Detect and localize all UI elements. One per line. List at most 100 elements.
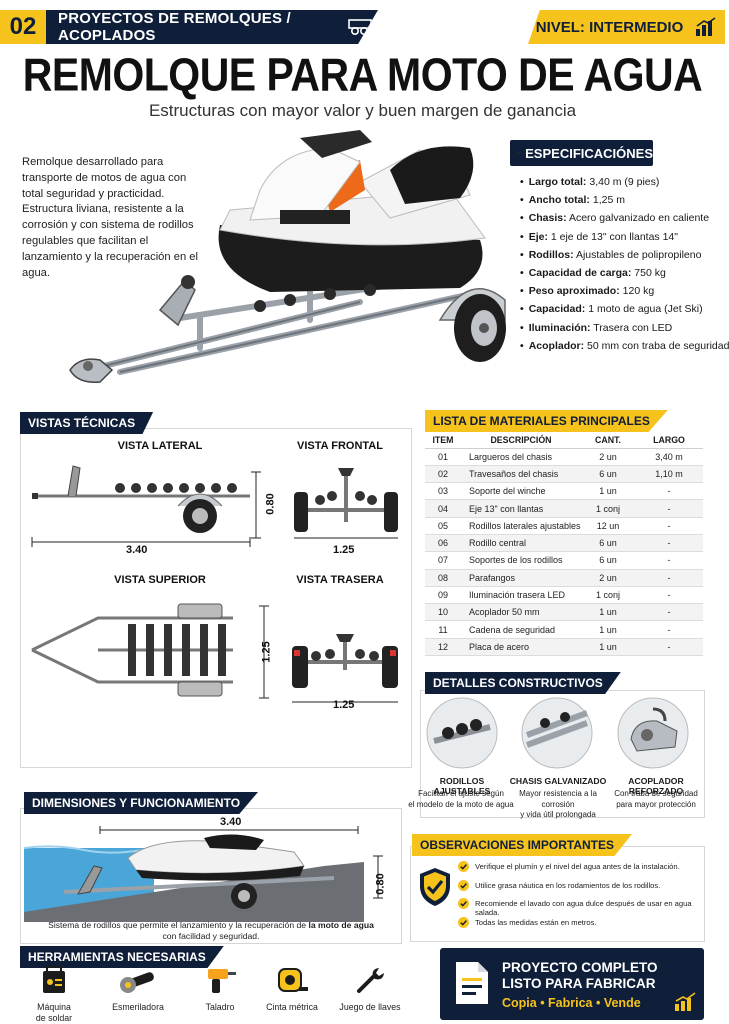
- spec-item: Capacidad: 1 moto de agua (Jet Ski): [520, 303, 720, 321]
- superior-width-dim: 1.25: [260, 641, 273, 663]
- coupler-detail-image: [617, 697, 689, 769]
- spec-item: Chasis: Acero galvanizado en caliente: [520, 212, 720, 230]
- lateral-height-dim-line: [251, 471, 261, 539]
- frontal-view-drawing: [294, 468, 398, 539]
- dimensions-length: 3.40: [220, 816, 242, 828]
- trailer-icon: [348, 19, 377, 36]
- section-title-band: PROYECTOS DE REMOLQUES / ACOPLADOS: [46, 10, 378, 44]
- list-item: Todas las medidas están en metros.: [458, 916, 708, 937]
- cta-line-3: Copia • Fabrica • Vende: [502, 996, 641, 1010]
- gear-icon: [518, 152, 520, 154]
- check-icon: [458, 879, 469, 891]
- frontal-view-label: VISTA FRONTAL: [297, 440, 383, 452]
- spec-item: Capacidad de carga: 750 kg: [520, 267, 720, 285]
- observations-heading: OBSERVACIONES IMPORTANTES: [412, 834, 633, 856]
- growth-chart-icon: [675, 992, 696, 1011]
- chassis-detail-image: [521, 697, 593, 769]
- section-title: PROYECTOS DE REMOLQUES / ACOPLADOS: [58, 10, 291, 44]
- lateral-length-dim: 3.40: [126, 544, 148, 556]
- specs-heading-label: ESPECIFICACIÓNES: [525, 145, 653, 161]
- lateral-view-label: VISTA LATERAL: [117, 440, 203, 452]
- observations-list: Verifique el plumín y el nivel del agua …: [458, 861, 708, 937]
- frontal-width-dim: 1.25: [333, 544, 355, 556]
- observations-panel: [410, 846, 705, 942]
- superior-width-dim-line: [259, 605, 269, 699]
- cta-line-2: LISTO PARA FABRICAR: [502, 976, 656, 991]
- specs-list: Largo total: 3,40 m (9 pies) Ancho total…: [520, 176, 729, 358]
- wrench-icon: [357, 968, 384, 993]
- intro-text: Remolque desarrollado para transporte de…: [22, 156, 198, 279]
- materials-heading: LISTA DE MATERIALES PRINCIPALES: [425, 410, 668, 432]
- page-title: REMOLQUE PARA MOTO DE AGUA: [22, 49, 703, 101]
- specs-heading: ESPECIFICACIÓNES: [510, 140, 653, 166]
- level-label: NIVEL: INTERMEDIO: [535, 18, 684, 36]
- detail-title-chassis: CHASIS GALVANIZADO: [509, 776, 607, 786]
- spec-item: Eje: 1 eje de 13" con llantas 14": [520, 231, 720, 249]
- tape-measure-icon: [278, 968, 308, 992]
- spec-item: Rodillos: Ajustables de polipropileno: [520, 249, 720, 267]
- rollers-detail-image: [426, 697, 498, 769]
- hero-jetski-trailer-illustration: [69, 130, 506, 383]
- detail-title-rollers: RODILLOS AJUSTABLES: [433, 776, 491, 796]
- rear-view-drawing: [292, 634, 398, 703]
- table-header-row: ITEM DESCRIPCIÓN CANT. LARGO: [425, 432, 703, 449]
- superior-view-drawing: [31, 603, 233, 697]
- tool-drill: Taladro: [180, 965, 260, 1013]
- tool-wrench-set: Juego de llaves: [330, 965, 410, 1013]
- spec-item: Iluminación: Trasera con LED: [520, 322, 720, 340]
- rear-width-dim: 1.25: [333, 699, 355, 711]
- superior-view-label: VISTA SUPERIOR: [114, 574, 206, 586]
- details-heading: DETALLES CONSTRUCTIVOS: [425, 672, 621, 694]
- col-item: ITEM: [425, 432, 461, 449]
- list-item: Verifique el plumín y el nivel del agua …: [458, 861, 708, 881]
- dimensions-caption: Sistema de rodillos que permite el lanza…: [48, 920, 374, 941]
- spec-item: Largo total: 3,40 m (9 pies): [520, 176, 720, 194]
- cta-banner: PROYECTO COMPLETO LISTO PARA FABRICAR Co…: [440, 948, 704, 1020]
- tools-heading: HERRAMIENTAS NECESARIAS: [20, 946, 224, 968]
- drill-icon: [208, 969, 236, 993]
- list-item: Utilice grasa náutica en los rodamientos…: [458, 879, 708, 900]
- shield-check-icon: [420, 868, 450, 906]
- level-badge: NIVEL: INTERMEDIO: [528, 10, 725, 44]
- dimensions-height: 0.80: [374, 873, 387, 895]
- welding-machine-icon: [43, 966, 65, 993]
- cta-line-1: PROYECTO COMPLETO: [502, 960, 658, 975]
- check-icon: [458, 898, 469, 910]
- dimensions-heading: DIMENSIONES Y FUNCIONAMIENTO: [24, 792, 259, 814]
- check-icon: [458, 916, 469, 928]
- angle-grinder-icon: [120, 972, 154, 993]
- spec-item: Ancho total: 1,25 m: [520, 194, 720, 212]
- technical-views-heading: VISTAS TÉCNICAS: [20, 412, 154, 434]
- list-item: Recomiende el lavado con agua dulce desp…: [458, 898, 708, 918]
- col-length: LARGO: [635, 432, 703, 449]
- page-subtitle: Estructuras con mayor valor y buen marge…: [148, 101, 577, 120]
- detail-title-coupler: ACOPLADOR REFORZADO: [628, 776, 684, 796]
- section-number: 02: [0, 10, 46, 44]
- launch-illustration: [23, 826, 383, 922]
- spec-item: Peso aproximado: 120 kg: [520, 285, 720, 303]
- lateral-height-dim: 0.80: [264, 493, 277, 515]
- bar-chart-icon: [696, 17, 716, 36]
- rear-view-label: VISTA TRASERA: [296, 574, 384, 586]
- document-icon: [456, 962, 488, 1004]
- check-icon: [458, 861, 469, 872]
- col-description: DESCRIPCIÓN: [461, 432, 581, 449]
- col-qty: CANT.: [581, 432, 635, 449]
- tool-grinder: Esmeriladora: [98, 965, 178, 1013]
